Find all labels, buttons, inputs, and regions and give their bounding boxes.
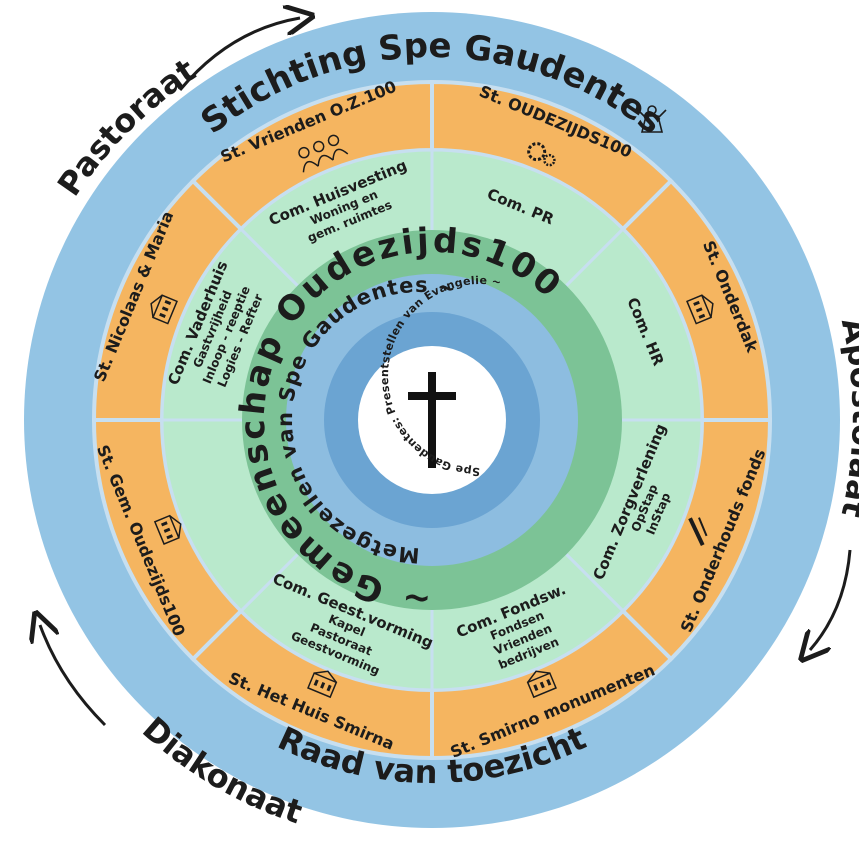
angel-icon bbox=[637, 105, 667, 133]
building-icon bbox=[307, 670, 338, 699]
building-icon bbox=[526, 670, 557, 699]
building-icon bbox=[686, 294, 714, 325]
people-icon bbox=[298, 134, 349, 173]
arrow-icon bbox=[178, 18, 300, 91]
building-icon bbox=[150, 294, 178, 325]
tools-icon bbox=[688, 517, 708, 546]
arrow-icon bbox=[40, 625, 107, 727]
commission-ring bbox=[160, 148, 704, 692]
cross-icon bbox=[408, 372, 456, 468]
foundation-ring bbox=[91, 79, 773, 761]
arrow-icon bbox=[810, 549, 852, 650]
building-icon bbox=[153, 514, 182, 545]
